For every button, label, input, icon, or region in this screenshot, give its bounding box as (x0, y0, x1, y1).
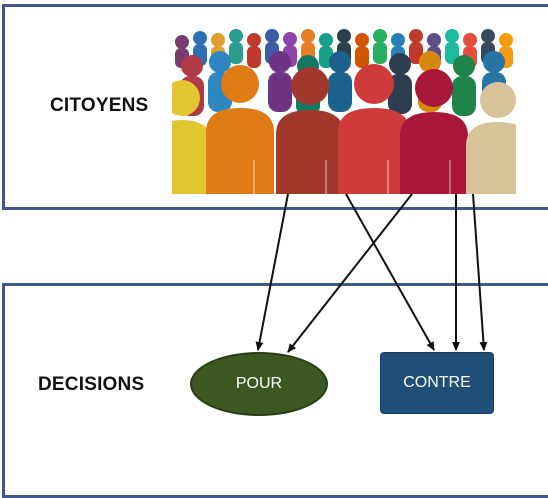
contre-node: CONTRE (380, 352, 494, 414)
citizens-label: CITOYENS (50, 95, 149, 116)
contre-label: CONTRE (403, 374, 471, 391)
decisions-label: DECISIONS (38, 374, 145, 395)
crowd-back-row (175, 29, 513, 68)
crowd-front-row (172, 64, 516, 194)
pour-node: POUR (190, 352, 328, 416)
pour-label: POUR (235, 375, 283, 392)
crowd-illustration (172, 24, 516, 194)
